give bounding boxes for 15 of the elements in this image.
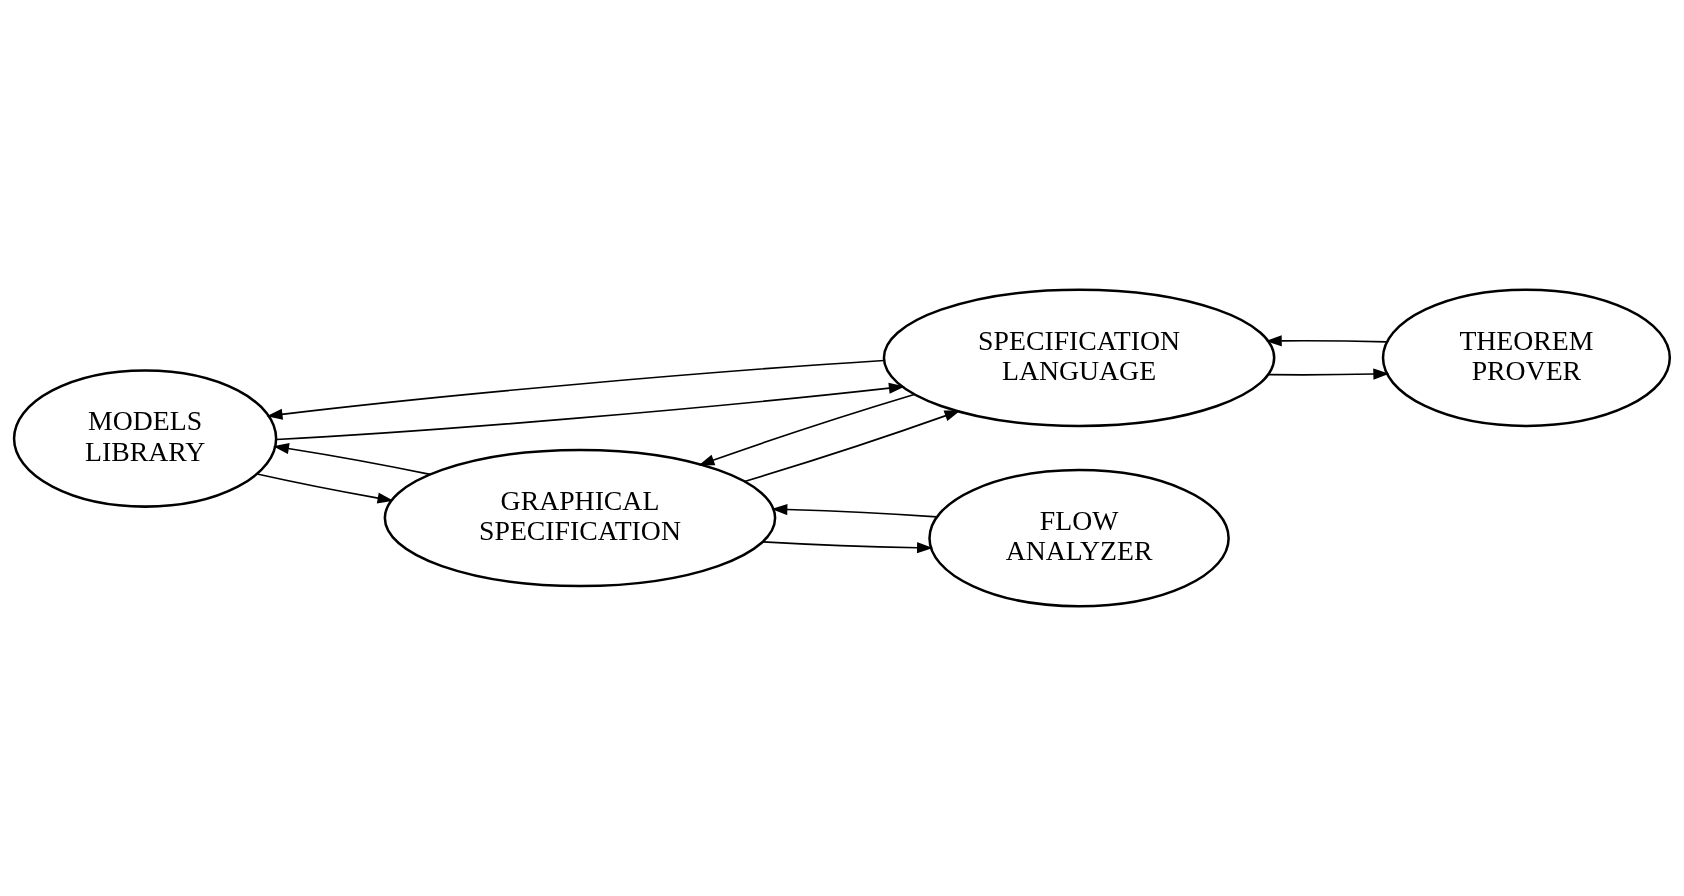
arrow — [743, 410, 961, 483]
arrow — [275, 382, 905, 441]
arrow — [1267, 368, 1390, 380]
arrow — [256, 473, 394, 504]
node-ellipse: THEOREM PROVER — [1381, 288, 1672, 428]
node-ellipse: MODELS LIBRARY — [12, 369, 278, 508]
arrow — [698, 393, 916, 466]
node-ellipse: FLOW ANALYZER — [928, 468, 1230, 608]
arrow — [771, 504, 938, 518]
arrow — [273, 443, 431, 476]
node-ellipse: SPECIFICATION LANGUAGE — [882, 288, 1276, 428]
arrow — [762, 541, 933, 554]
arrow — [1265, 335, 1388, 347]
node-ellipse: GRAPHICAL SPECIFICATION — [383, 448, 777, 588]
arrow — [266, 359, 885, 420]
